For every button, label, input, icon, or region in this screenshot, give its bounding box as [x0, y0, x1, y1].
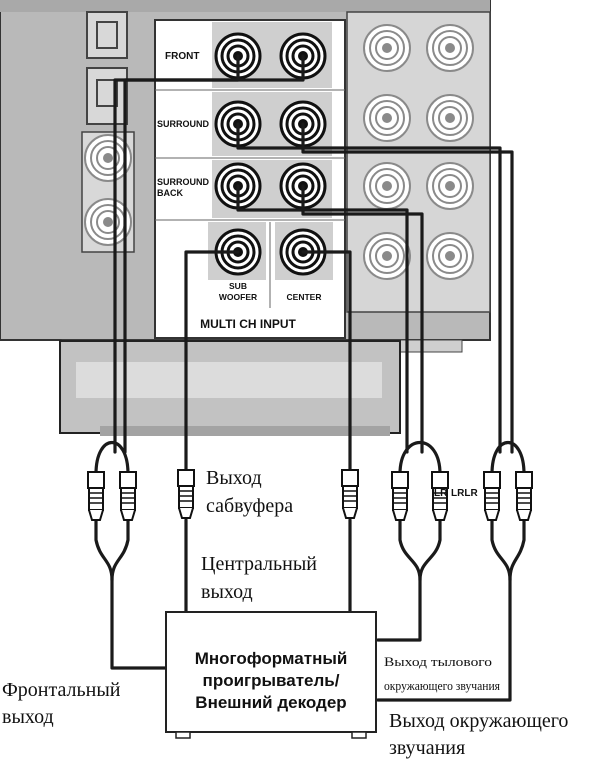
subwoofer-output-label-2: сабвуфера [206, 495, 293, 517]
center-plug [341, 469, 359, 519]
center-output-label: Центральный [201, 553, 317, 575]
surround-label: SURROUND [157, 119, 210, 129]
subwoofer-plug [177, 469, 195, 519]
front-l-plug [87, 471, 105, 521]
surround-l-plug [483, 471, 501, 521]
subwoofer-label: SUB [229, 281, 247, 291]
surround-back-label: SURROUND [157, 177, 210, 187]
receiver-rear-panel: FRONT SURROUND SURROUND BACK SUB WOOFER … [0, 0, 491, 341]
surround-output-label: Выход окружающего [389, 710, 568, 732]
plug-label-lr: LR [434, 488, 448, 499]
optical-port [86, 11, 128, 59]
center-label: CENTER [287, 292, 322, 302]
multi-ch-input-label: MULTI CH INPUT [200, 317, 296, 331]
plug-label-lrlr: LRLR [451, 488, 478, 499]
device-name-line1: Многоформатный [195, 649, 348, 668]
front-output-label-2: выход [2, 706, 54, 728]
center-output-label-2: выход [201, 581, 253, 603]
surround-output-label-2: звучания [389, 737, 465, 759]
multiformat-player-decoder: Многоформатный проигрыватель/ Внешний де… [165, 611, 377, 739]
device-name-line2: проигрыватель/ [203, 671, 340, 690]
device-name-line3: Внешний декодер [195, 693, 346, 712]
cables [94, 54, 526, 702]
front-label: FRONT [165, 51, 199, 62]
subwoofer-label-2: WOOFER [219, 292, 257, 302]
front-r-plug [119, 471, 137, 521]
front-output-label: Фронтальный [2, 679, 121, 701]
surround-back-output-label: Выход тылового [384, 654, 492, 669]
surround-back-label-2: BACK [157, 188, 183, 198]
optical-port [86, 67, 128, 125]
surround-back-l-plug [391, 471, 409, 521]
surround-r-plug [515, 471, 533, 521]
receiver-base [59, 339, 463, 436]
surround-back-output-label-2: окружающего звучания [384, 678, 500, 693]
subwoofer-output-label: Выход [206, 467, 262, 489]
